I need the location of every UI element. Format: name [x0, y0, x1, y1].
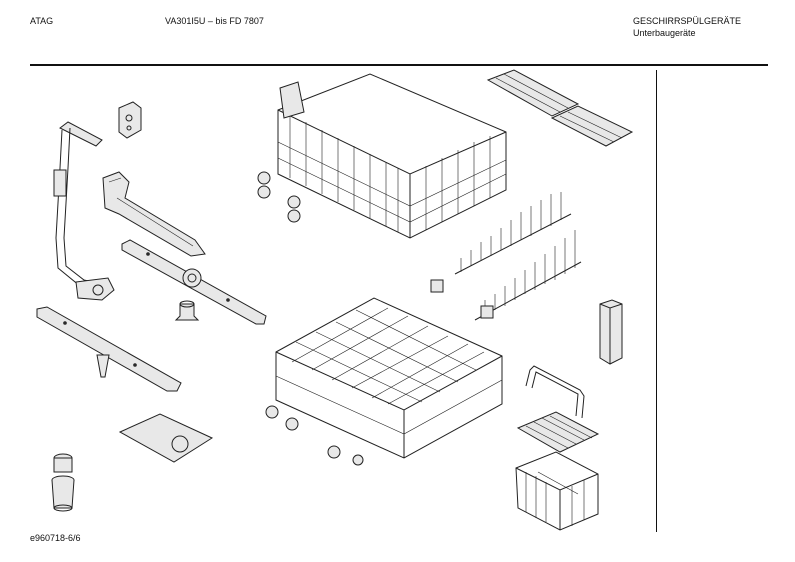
cutlery-insert-drawing — [599, 299, 623, 365]
filter-drawing — [51, 453, 75, 512]
category-label: GESCHIRRSPÜLGERÄTE — [633, 16, 742, 26]
upper-spray-arm-drawing — [121, 239, 267, 325]
lower-basket-drawing — [265, 297, 503, 466]
supply-pipe-drawing — [53, 121, 115, 301]
cutlery-basket-drawing — [515, 411, 600, 531]
holder-clip-drawing — [118, 101, 142, 139]
brand-label: ATAG — [30, 16, 54, 26]
upper-basket-drawing — [257, 73, 507, 239]
nozzle-drawing — [174, 300, 200, 321]
sieve-plate-drawing — [118, 413, 214, 463]
model-label: VA301I5U – bis FD 7807 — [165, 16, 264, 26]
tine-rack-drawing — [430, 192, 582, 321]
cutlery-rack-drawing — [486, 69, 634, 147]
lower-spray-arm-drawing — [36, 306, 182, 392]
document-reference: e960718-6/6 — [30, 533, 81, 543]
spray-arm-tube-drawing — [102, 171, 206, 257]
vertical-divider — [656, 70, 657, 532]
basket-handle-drawing — [525, 365, 585, 419]
subcategory-label: Unterbaugeräte — [633, 28, 696, 38]
header-divider — [30, 64, 768, 66]
